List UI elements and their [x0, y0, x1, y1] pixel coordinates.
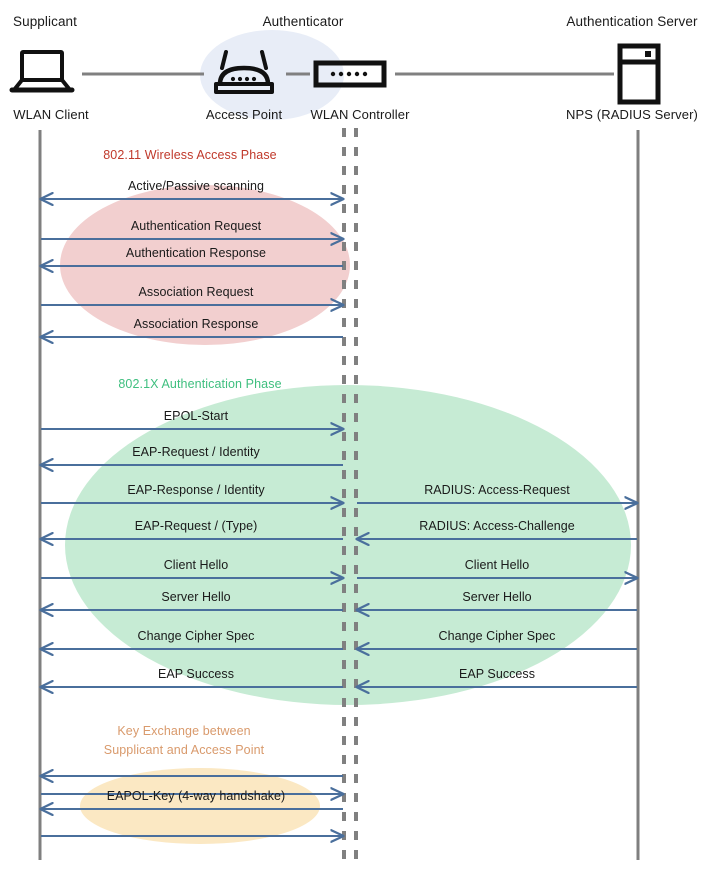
phase-label-key-exchange-line1: Key Exchange between: [117, 724, 251, 738]
ellipse-authenticator: [200, 30, 344, 120]
wlan-controller-icon: [313, 60, 387, 88]
message-left-label: Association Response: [133, 317, 259, 331]
message-left-label: Active/Passive scanning: [128, 179, 264, 193]
message-left-label: EAPOL-Key (4-way handshake): [106, 789, 286, 803]
phase-label-802-1x-authentication: 802.1X Authentication Phase: [118, 377, 282, 391]
message-left-label: EAP-Request / (Type): [134, 519, 258, 533]
arrows-controller-to-nps: [357, 503, 637, 687]
message-right-label: RADIUS: Access-Challenge: [419, 519, 575, 533]
message-left-label: Server Hello: [161, 590, 231, 604]
message-left-label: EAP Success: [157, 667, 235, 681]
role-title-authenticator: Authenticator: [262, 14, 344, 29]
message-right-label: EAP Success: [458, 667, 536, 681]
message-left-label: Change Cipher Spec: [137, 629, 255, 643]
message-left-label: EAP-Response / Identity: [127, 483, 265, 497]
access-point-icon: [214, 50, 274, 94]
message-right-label: Client Hello: [464, 558, 530, 572]
message-left-label: Client Hello: [163, 558, 229, 572]
ellipse-key-exchange: [80, 768, 320, 844]
arrows-supplicant-to-ap: [41, 199, 343, 836]
message-right-label: Change Cipher Spec: [438, 629, 556, 643]
node-label-wlan-controller: WLAN Controller: [310, 107, 410, 122]
role-title-supplicant: Supplicant: [12, 14, 78, 29]
node-label-access-point: Access Point: [205, 107, 283, 122]
message-left-label: EAP-Request / Identity: [132, 445, 260, 459]
message-left-label: EPOL-Start: [163, 409, 229, 423]
message-right-label: RADIUS: Access-Request: [424, 483, 570, 497]
phase-label-key-exchange: Key Exchange between Supplicant and Acce…: [69, 722, 299, 760]
message-right-label: Server Hello: [462, 590, 532, 604]
role-title-authentication-server: Authentication Server: [566, 14, 698, 29]
laptop-icon: [9, 50, 75, 93]
node-label-nps-radius-server: NPS (RADIUS Server): [566, 107, 698, 122]
message-left-label: Authentication Response: [125, 246, 267, 260]
phase-label-key-exchange-line2: Supplicant and Access Point: [103, 743, 265, 757]
server-icon: [617, 43, 661, 105]
message-left-label: Association Request: [138, 285, 254, 299]
message-left-label: Authentication Request: [130, 219, 262, 233]
node-label-wlan-client: WLAN Client: [13, 107, 89, 122]
phase-label-802-11-wireless-access: 802.11 Wireless Access Phase: [103, 148, 277, 162]
